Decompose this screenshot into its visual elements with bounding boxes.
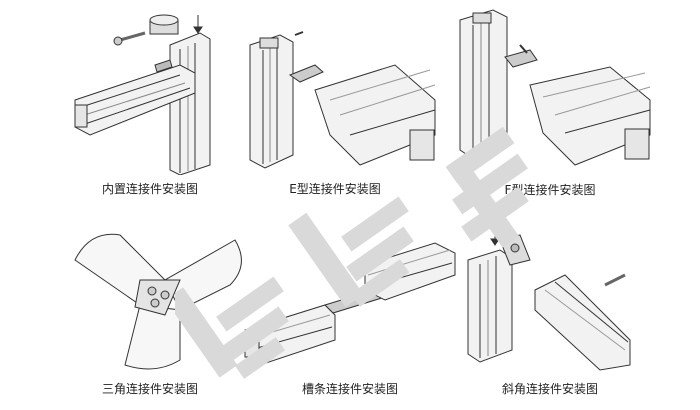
caption-internal-connector: 内置连接件安装图 — [101, 182, 198, 196]
f-connector-drawing — [459, 9, 651, 166]
triangle-connector-drawing — [74, 233, 242, 370]
caption-slot-connector: 槽条连接件安装图 — [301, 382, 398, 396]
panel-slot-connector: 槽条连接件安装图 — [240, 235, 460, 396]
angle-connector-drawing — [467, 230, 631, 371]
caption-triangle-connector: 三角连接件安装图 — [101, 382, 198, 396]
panel-angle-connector: 斜角连接件安装图 — [460, 230, 660, 396]
panel-f-connector: F型连接件安装图 — [455, 5, 655, 197]
panel-internal-connector: 内置连接件安装图 — [60, 5, 240, 196]
e-connector-drawing — [249, 31, 436, 169]
internal-connector-drawing — [74, 14, 211, 175]
caption-angle-connector: 斜角连接件安装图 — [501, 382, 598, 396]
caption-e-connector: E型连接件安装图 — [289, 182, 381, 196]
slot-connector-drawing — [244, 242, 456, 366]
panel-e-connector: E型连接件安装图 — [245, 10, 445, 196]
caption-f-connector: F型连接件安装图 — [504, 183, 596, 197]
panel-triangle-connector: 三角连接件安装图 — [70, 225, 250, 396]
